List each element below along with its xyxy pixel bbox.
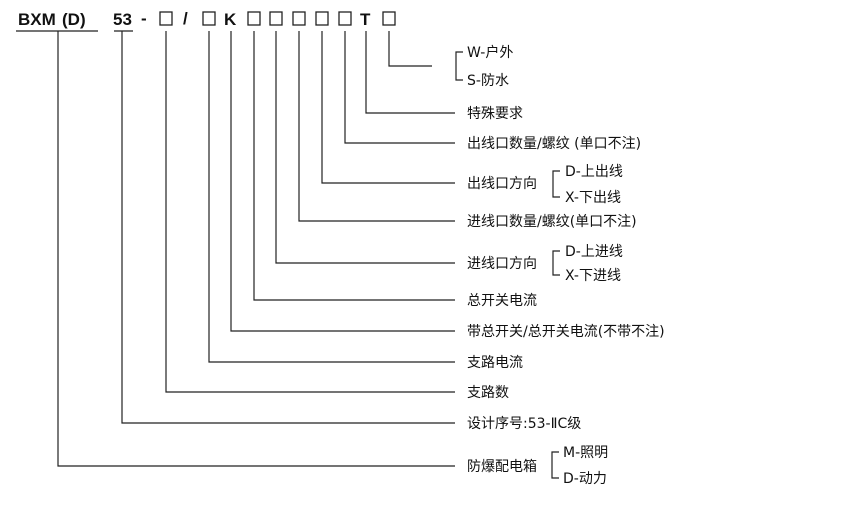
code-variant: (D) [62,10,86,29]
leader-special [365,31,455,114]
bracket-inlet-dir [552,250,560,276]
label-design-seq: 设计序号:53-ⅡC级 [467,416,581,432]
bracket-box-type [551,451,559,479]
leader-inlet-count [298,31,455,222]
leader-branch-current [208,31,455,363]
label-inlet-up: D-上进线 [565,244,623,260]
placeholder-branch-count [159,11,173,26]
placeholder-inlet-count [292,11,306,26]
leader-main-current [253,31,455,301]
code-t: T [360,10,371,29]
label-branch-count: 支路数 [467,385,509,401]
leader-environment [388,31,432,67]
leader-design-seq [121,31,455,424]
placeholder-inlet-dir [269,11,283,26]
label-outlet-count: 出线口数量/螺纹 (单口不注) [467,136,641,152]
code-prefix: BXM [18,10,56,29]
placeholder-main-current [247,11,261,26]
leader-lines [57,31,455,467]
leader-main-switch [230,31,455,332]
leader-inlet-dir [275,31,455,264]
bracket-environment [455,51,463,81]
code-series: 53 [113,10,132,29]
placeholder-environment [382,11,396,26]
label-outdoor: W-户外 [467,44,513,61]
label-special: 特殊要求 [467,106,523,122]
placeholder-outlet-dir [315,11,329,26]
code-slash: / [183,9,188,28]
label-outlet-down: X-下出线 [565,190,621,206]
leader-branch-count [165,31,455,393]
label-main-switch: 带总开关/总开关电流(不带不注) [467,324,665,340]
bracket-outlet-dir [552,170,560,198]
label-power: D-动力 [563,471,607,487]
code-k: K [224,10,237,29]
leader-outlet-count [344,31,455,144]
label-box-type: 防爆配电箱 [467,459,537,475]
placeholder-branch-current [202,11,216,26]
placeholder-outlet-count [338,11,352,26]
label-inlet-count: 进线口数量/螺纹(单口不注) [467,214,637,230]
label-inlet-down: X-下进线 [565,268,621,284]
label-outlet-up: D-上出线 [565,164,623,180]
code-dash: - [141,9,147,28]
brackets [455,51,560,479]
leader-box-type [57,31,455,467]
label-waterproof: S-防水 [467,73,509,89]
label-main-current: 总开关电流 [467,293,537,309]
label-inlet-dir: 进线口方向 [467,256,537,272]
leader-outlet-dir [321,31,455,184]
label-outlet-dir: 出线口方向 [467,176,537,192]
label-lighting: M-照明 [563,445,608,461]
label-branch-current: 支路电流 [467,355,523,371]
